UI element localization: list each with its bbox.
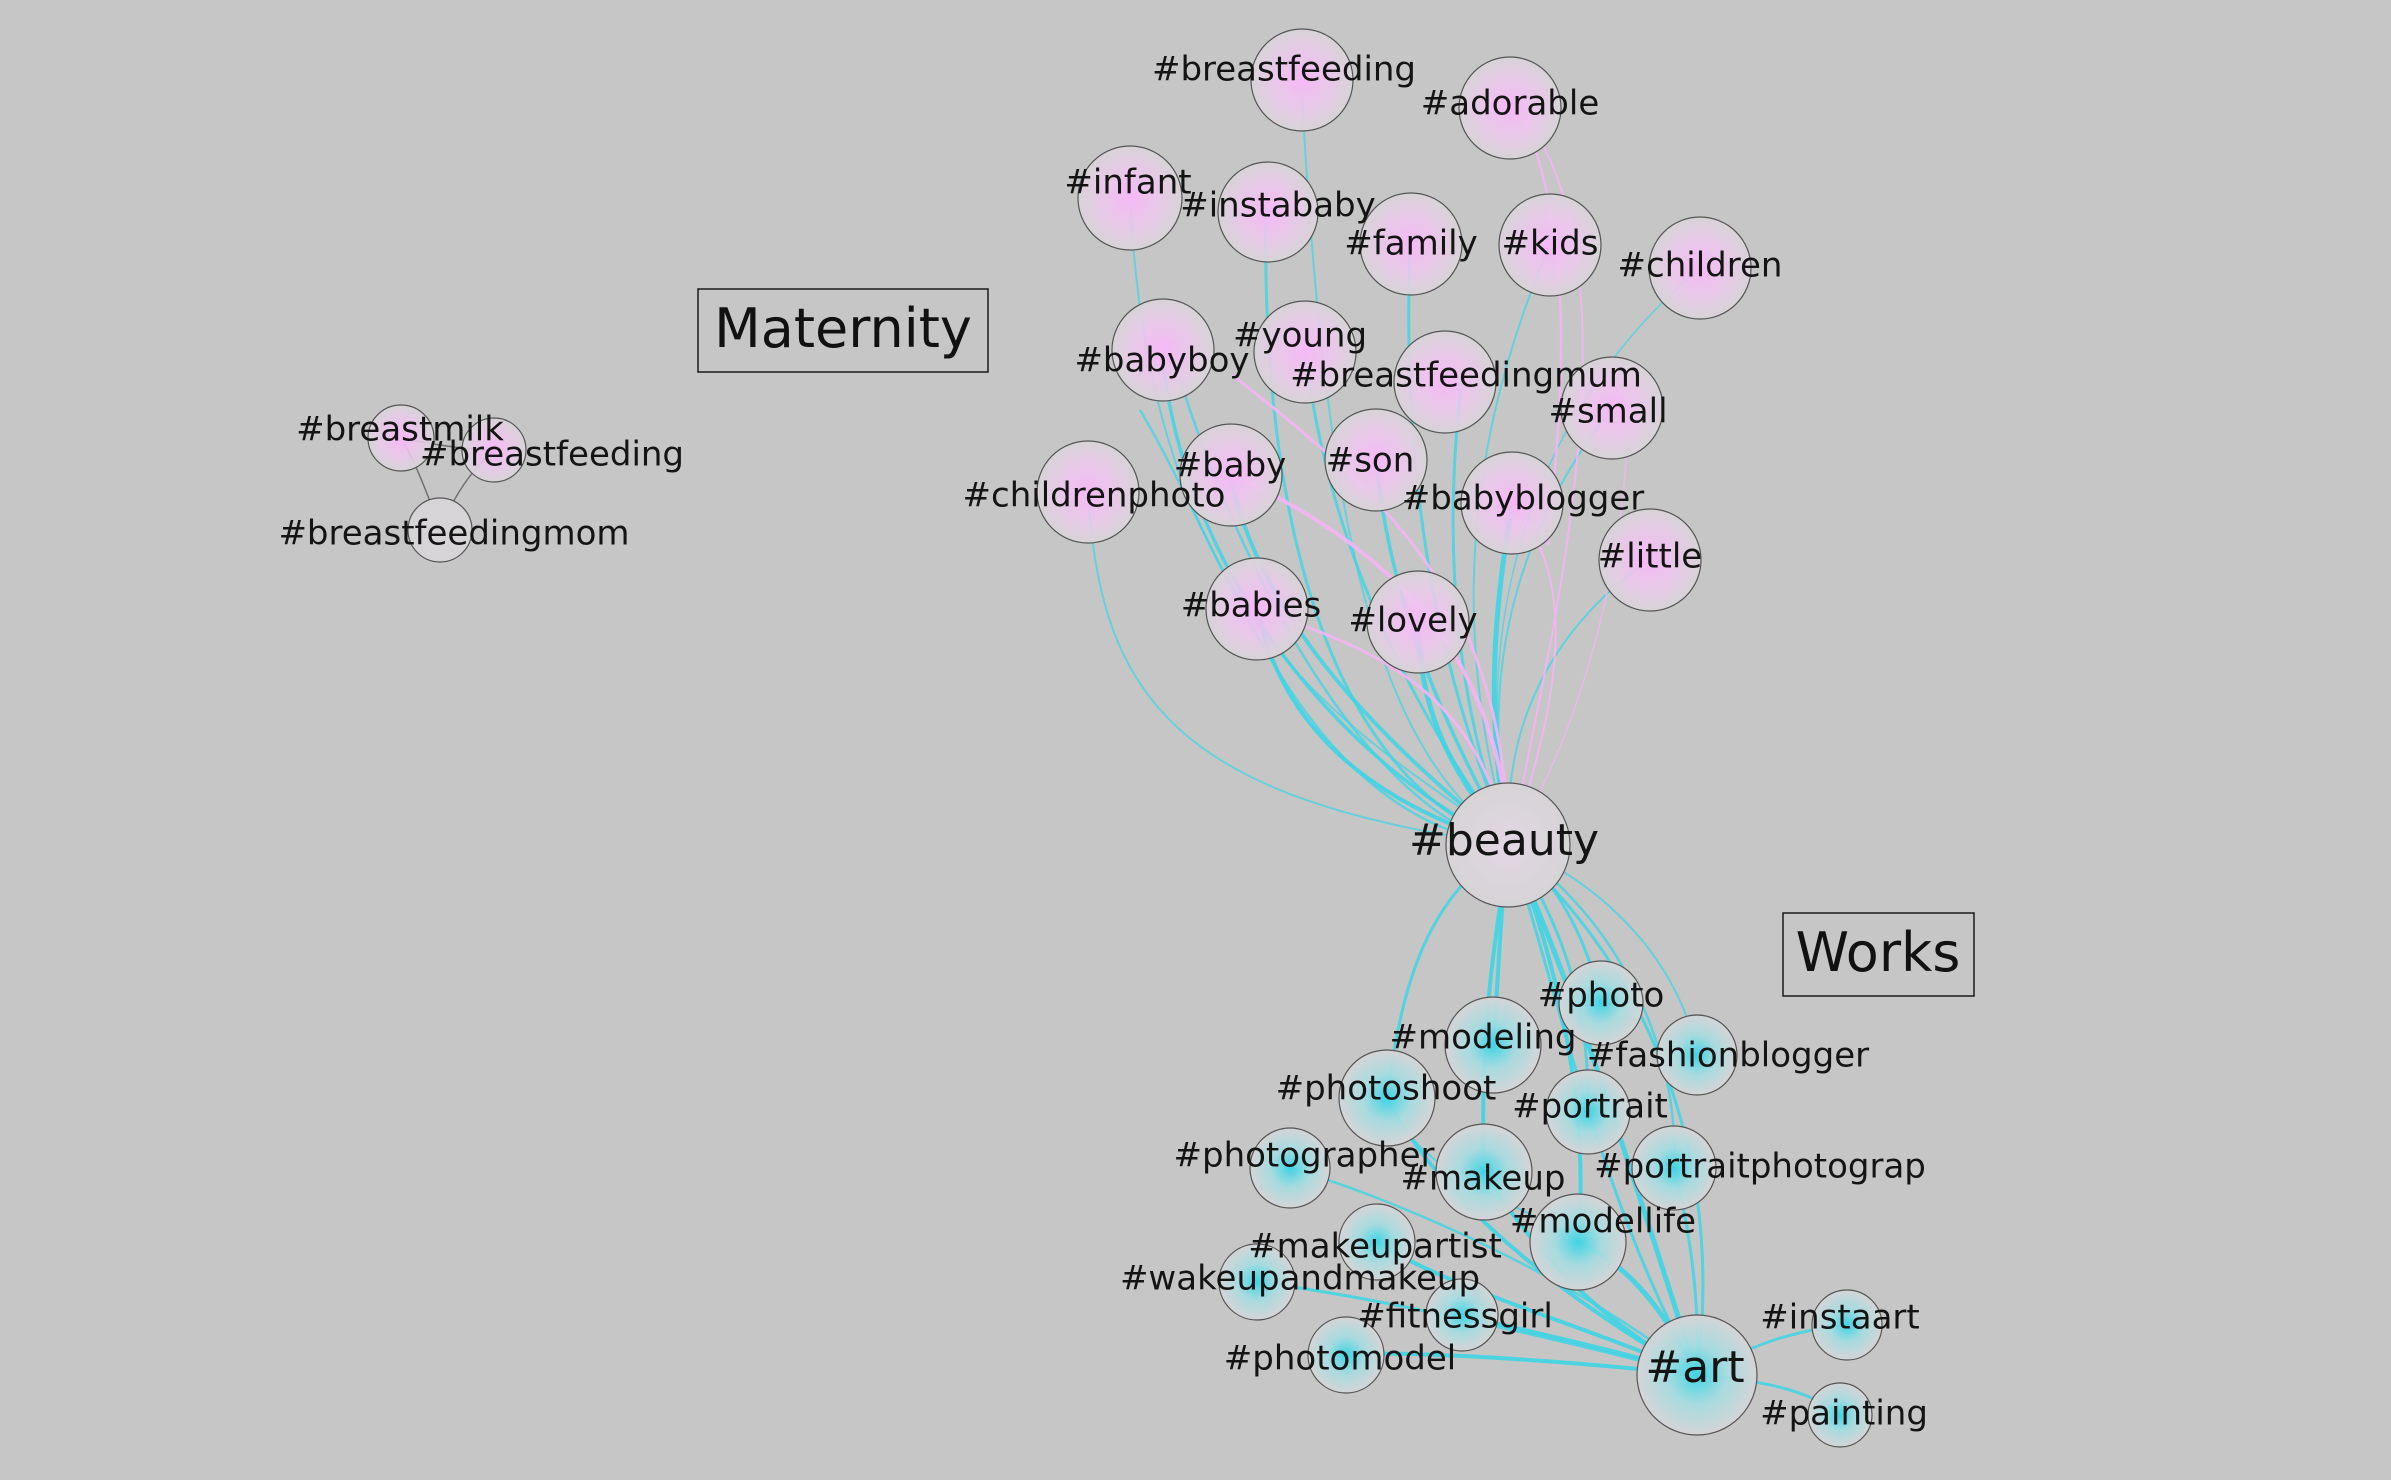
edge xyxy=(1508,843,1705,1376)
node-label-beauty: #beauty xyxy=(1409,815,1599,866)
node-label-portraitphotograp: #portraitphotograp xyxy=(1594,1147,1926,1187)
node-portraitphotograp[interactable] xyxy=(1631,1125,1717,1211)
node-label-breastfeedingmom: #breastfeedingmom xyxy=(278,514,629,554)
node-label-babyblogger: #babyblogger xyxy=(1402,479,1645,519)
node-label-family: #family xyxy=(1344,224,1477,264)
node-label-breastmilk: #breastmilk xyxy=(296,410,504,450)
node-label-modellife: #modellife xyxy=(1510,1202,1696,1242)
node-label-lovely: #lovely xyxy=(1348,601,1477,641)
node-painting[interactable] xyxy=(1807,1382,1873,1448)
node-label-modeling: #modeling xyxy=(1390,1018,1577,1058)
node-babyblogger[interactable] xyxy=(1460,451,1564,555)
node-label-little: #little xyxy=(1598,537,1702,577)
node-photoshoot[interactable] xyxy=(1338,1049,1436,1147)
node-babies[interactable] xyxy=(1205,557,1309,661)
node-art[interactable] xyxy=(1636,1314,1758,1436)
node-breastfeeding-small[interactable] xyxy=(461,417,527,483)
node-little[interactable] xyxy=(1598,508,1702,612)
cluster-box-works: Works xyxy=(1782,912,1975,997)
node-label-baby: #baby xyxy=(1174,446,1287,486)
node-label-small: #small xyxy=(1548,392,1667,432)
node-makeup[interactable] xyxy=(1435,1123,1533,1221)
node-label-babies: #babies xyxy=(1181,586,1322,626)
node-label-makeup: #makeup xyxy=(1401,1159,1566,1199)
node-photographer[interactable] xyxy=(1249,1127,1331,1209)
node-family[interactable] xyxy=(1359,192,1463,296)
node-label-portrait: #portrait xyxy=(1512,1087,1668,1127)
node-kids[interactable] xyxy=(1498,193,1602,297)
node-breastfeedingmom[interactable] xyxy=(407,497,473,563)
node-label-fitnessgirl: #fitnessgirl xyxy=(1357,1297,1553,1337)
edge xyxy=(1228,474,1512,847)
node-label-painting: #painting xyxy=(1760,1394,1928,1434)
node-label-instaart: #instaart xyxy=(1760,1298,1920,1338)
edge xyxy=(1289,1166,1698,1376)
node-makeupartist[interactable] xyxy=(1338,1203,1416,1281)
node-instaart[interactable] xyxy=(1811,1289,1883,1361)
node-modellife[interactable] xyxy=(1529,1193,1627,1291)
node-instababy[interactable] xyxy=(1217,161,1319,263)
node-label-breastfeeding: #breastfeeding xyxy=(1152,50,1416,90)
node-childrenphoto[interactable] xyxy=(1036,440,1140,544)
node-label-instababy: #instababy xyxy=(1180,186,1375,226)
node-label-babyboy: #babyboy xyxy=(1074,341,1249,381)
node-label-art: #art xyxy=(1645,1342,1744,1393)
node-fashionblogger[interactable] xyxy=(1656,1014,1738,1096)
node-label-breastfeeding-small: #breastfeeding xyxy=(420,435,684,475)
node-label-fashionblogger: #fashionblogger xyxy=(1587,1036,1869,1076)
edge xyxy=(1138,409,1511,847)
node-fitnessgirl[interactable] xyxy=(1425,1278,1499,1352)
node-label-kids: #kids xyxy=(1502,224,1599,264)
node-small[interactable] xyxy=(1560,356,1664,460)
node-wakeupandmakeup[interactable] xyxy=(1218,1243,1296,1321)
node-children[interactable] xyxy=(1648,216,1752,320)
edge xyxy=(1087,491,1511,846)
node-lovely[interactable] xyxy=(1366,570,1470,674)
node-label-infant: #infant xyxy=(1064,163,1191,203)
node-breastfeedingmum[interactable] xyxy=(1393,330,1497,434)
node-label-children: #children xyxy=(1618,246,1783,286)
node-label-wakeupandmakeup: #wakeupandmakeup xyxy=(1120,1259,1480,1299)
node-beauty[interactable] xyxy=(1445,782,1571,908)
node-label-young: #young xyxy=(1233,316,1367,356)
node-adorable[interactable] xyxy=(1458,56,1562,160)
node-breastfeeding[interactable] xyxy=(1250,28,1354,132)
node-label-adorable: #adorable xyxy=(1421,84,1599,124)
node-photomodel[interactable] xyxy=(1307,1316,1385,1394)
node-layer xyxy=(367,28,1883,1448)
cluster-box-maternity: Maternity xyxy=(697,288,989,373)
node-label-photo: #photo xyxy=(1538,976,1665,1016)
node-label-breastfeedingmum: #breastfeedingmum xyxy=(1290,356,1642,396)
node-photo[interactable] xyxy=(1558,960,1644,1046)
node-label-photomodel: #photomodel xyxy=(1224,1339,1456,1379)
cluster-title-maternity: Maternity xyxy=(714,297,972,360)
node-baby[interactable] xyxy=(1179,423,1283,527)
label-layer: #breastmilk#breastfeeding#breastfeedingm… xyxy=(278,50,1927,1434)
node-label-photoshoot: #photoshoot xyxy=(1276,1069,1497,1109)
node-son[interactable] xyxy=(1324,408,1428,512)
node-label-childrenphoto: #childrenphoto xyxy=(963,476,1226,516)
node-infant[interactable] xyxy=(1077,145,1183,251)
node-modeling[interactable] xyxy=(1444,996,1542,1094)
node-young[interactable] xyxy=(1253,300,1357,404)
node-babyboy[interactable] xyxy=(1111,298,1215,402)
node-portrait[interactable] xyxy=(1545,1069,1631,1155)
node-label-makeupartist: #makeupartist xyxy=(1248,1227,1502,1267)
node-label-photographer: #photographer xyxy=(1174,1136,1435,1176)
node-breastmilk[interactable] xyxy=(367,404,435,472)
node-label-son: #son xyxy=(1326,441,1415,481)
cluster-title-works: Works xyxy=(1796,921,1961,984)
edge xyxy=(1472,244,1551,846)
